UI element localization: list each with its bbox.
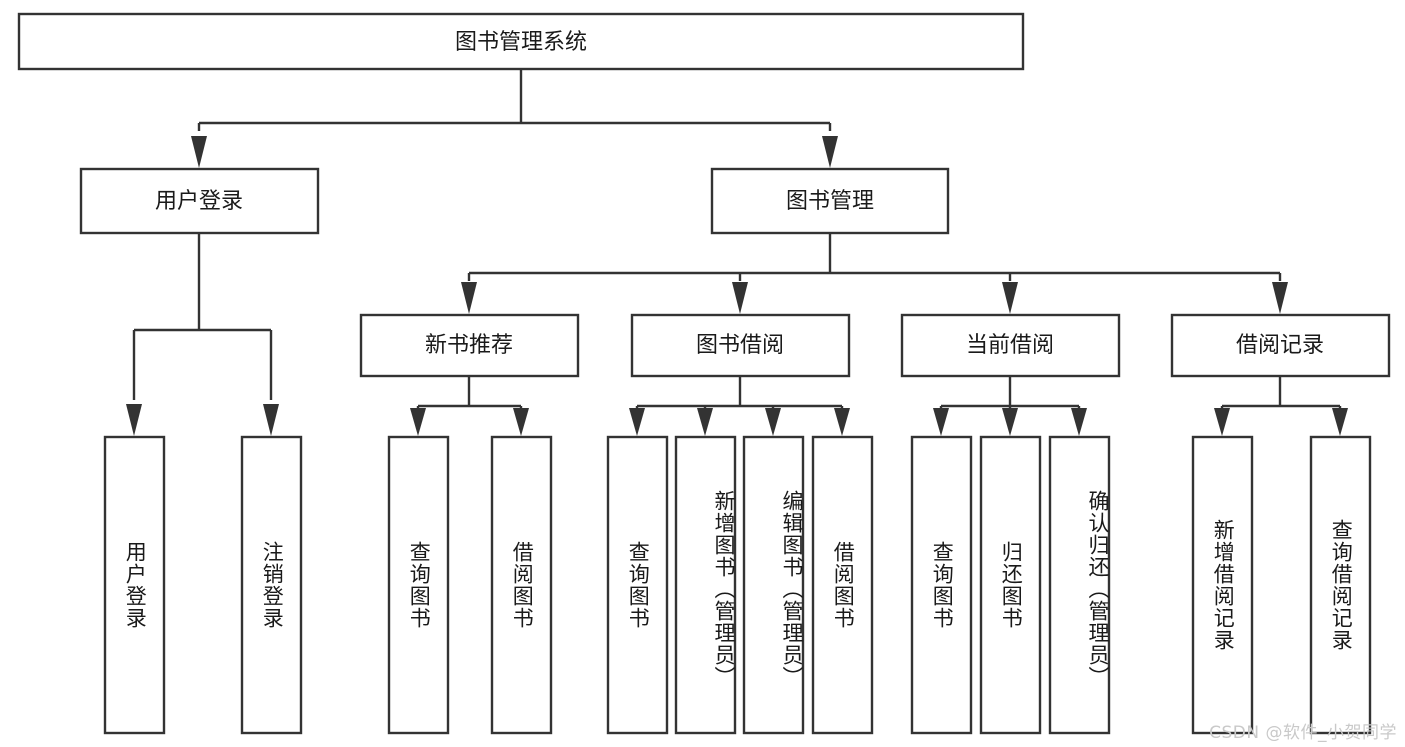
arrow-head-leaf-return-book — [1002, 408, 1018, 436]
node-book-borrow-box[interactable] — [630, 313, 851, 378]
arrow-head-leaf-borrow-book-1 — [513, 408, 529, 436]
leaf-box-return-book[interactable] — [979, 435, 1042, 735]
node-book-borrow-label: 图书借阅 — [696, 333, 784, 358]
arrow-head-book-mgmt — [822, 136, 838, 168]
arrow-head-user-login — [191, 136, 207, 168]
arrow-head-leaf-add-book — [697, 408, 713, 436]
leaf-box-borrow-book-1[interactable] — [490, 435, 553, 735]
leaf-box-query-book-1[interactable] — [387, 435, 450, 735]
arrow-head-leaf-edit-book — [765, 408, 781, 436]
arrow-head-leaf-add-record — [1214, 408, 1230, 436]
node-book-borrow[interactable]: 图书借阅 — [630, 313, 851, 378]
leaf-box-borrow-book-2[interactable] — [811, 435, 874, 735]
arrow-head-leaf-query-book-3 — [933, 408, 949, 436]
node-borrow-record-label: 借阅记录 — [1236, 333, 1324, 358]
node-current-borrow[interactable]: 当前借阅 — [900, 313, 1121, 378]
arrow-head-leaf-query-book-1 — [410, 408, 426, 436]
arrow-head-leaf-borrow-book-2 — [834, 408, 850, 436]
leaf-box-user-login[interactable] — [103, 435, 166, 735]
leaf-box-add-book[interactable] — [674, 435, 737, 735]
node-current-borrow-label: 当前借阅 — [966, 333, 1054, 358]
node-new-book-recommend-label: 新书推荐 — [425, 333, 513, 358]
node-borrow-record-box[interactable] — [1170, 313, 1391, 378]
arrow-head-leaf-logout — [263, 404, 279, 436]
node-user-login-box[interactable] — [79, 167, 320, 235]
arrow-head-leaf-confirm-return — [1071, 408, 1087, 436]
node-root[interactable]: 图书管理系统 — [17, 12, 1025, 71]
connector-group — [126, 69, 1348, 436]
node-new-book-recommend[interactable]: 新书推荐 — [359, 313, 580, 378]
arrow-head-leaf-user-login — [126, 404, 142, 436]
arrow-head-book-borrow — [732, 282, 748, 314]
node-book-management-box[interactable] — [710, 167, 950, 235]
leaf-box-query-book-3[interactable] — [910, 435, 973, 735]
leaf-box-group — [103, 435, 1372, 735]
leaf-box-logout[interactable] — [240, 435, 303, 735]
arrow-head-leaf-query-book-2 — [629, 408, 645, 436]
arrow-head-current-borrow — [1002, 282, 1018, 314]
arrow-head-borrow-record — [1272, 282, 1288, 314]
arrow-head-leaf-query-record — [1332, 408, 1348, 436]
node-new-book-recommend-box[interactable] — [359, 313, 580, 378]
leaf-box-query-book-2[interactable] — [606, 435, 669, 735]
node-root-box[interactable] — [17, 12, 1025, 71]
leaf-box-add-borrow-record[interactable] — [1191, 435, 1254, 735]
csdn-watermark: CSDN @软件_小贺同学 — [1209, 723, 1397, 743]
node-book-management-label: 图书管理 — [786, 189, 874, 214]
leaf-box-query-borrow-record[interactable] — [1309, 435, 1372, 735]
node-book-management[interactable]: 图书管理 — [710, 167, 950, 235]
node-user-login-label: 用户登录 — [155, 189, 243, 214]
node-user-login[interactable]: 用户登录 — [79, 167, 320, 235]
leaf-box-edit-book[interactable] — [742, 435, 805, 735]
arrow-head-new-book-rec — [461, 282, 477, 314]
leaf-box-confirm-return[interactable] — [1048, 435, 1111, 735]
node-borrow-record[interactable]: 借阅记录 — [1170, 313, 1391, 378]
node-root-label: 图书管理系统 — [455, 30, 587, 55]
node-current-borrow-box[interactable] — [900, 313, 1121, 378]
